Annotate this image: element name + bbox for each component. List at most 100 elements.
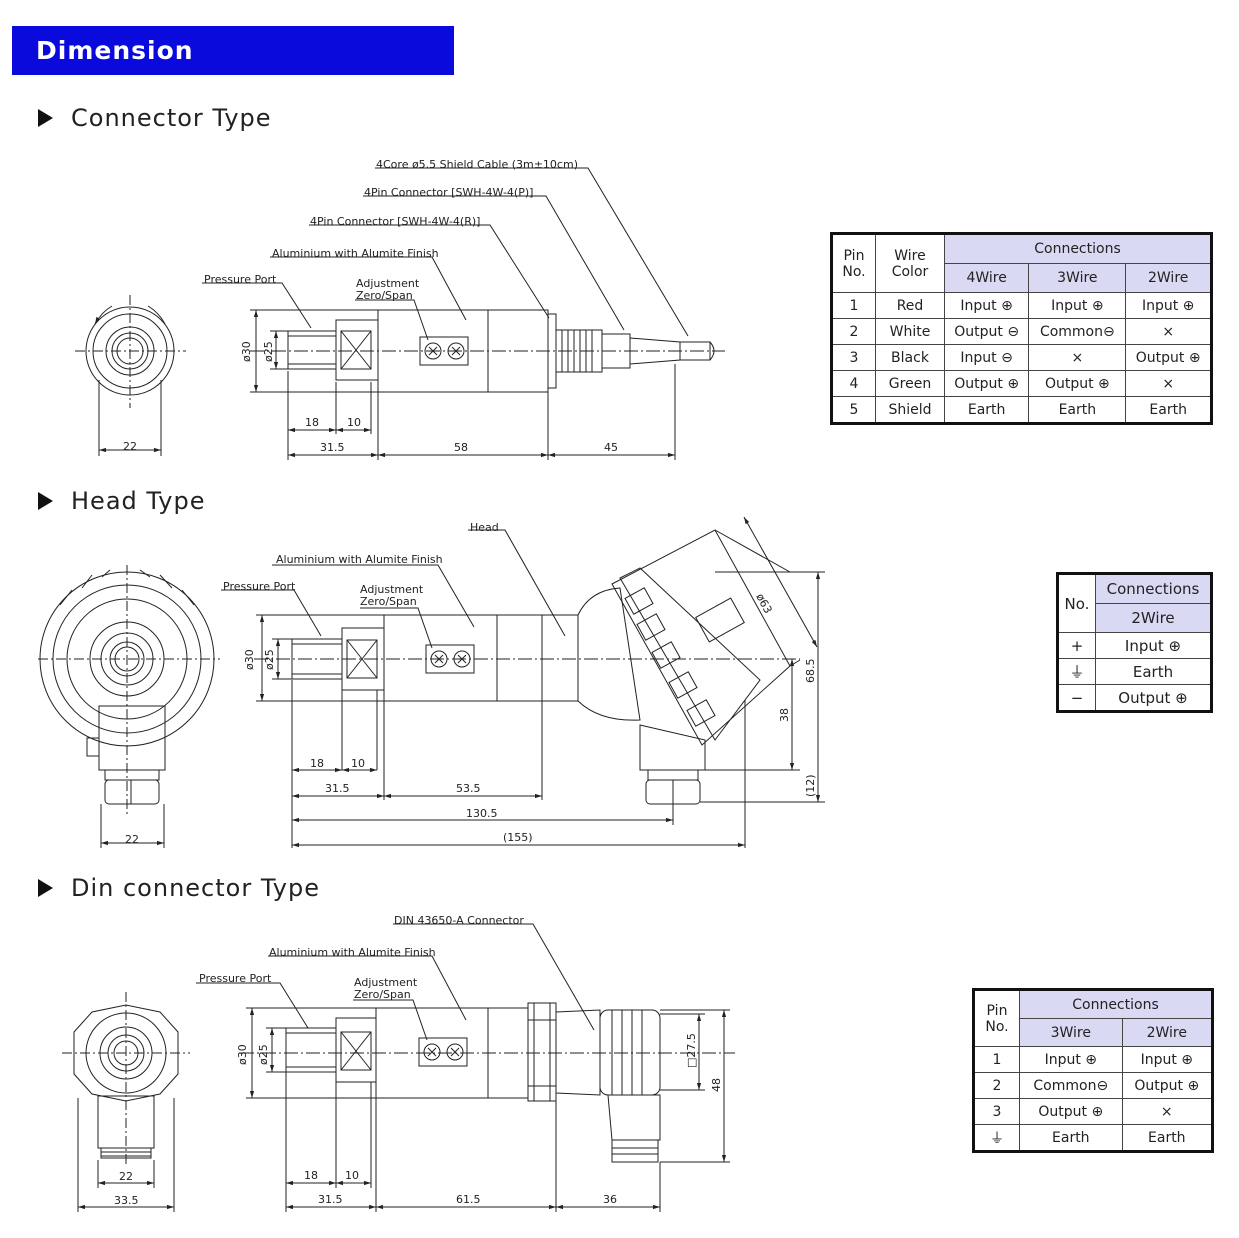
connector-end-view [75, 295, 186, 456]
table-row: 3 Output ⊕ × [973, 1098, 1214, 1125]
dim-33-5: 33.5 [114, 1194, 139, 1207]
header-4wire: 4Wire [943, 263, 1030, 293]
w3-cell: Input ⊕ [1028, 292, 1127, 319]
w2-cell: × [1125, 318, 1212, 345]
port-label: Pressure Port [204, 273, 277, 286]
dim-45: 45 [604, 441, 618, 454]
earth-symbol-icon: ⏚ [1057, 658, 1096, 685]
earth-symbol-icon: ⏚ [973, 1124, 1020, 1152]
dim-d63: ø63 [753, 591, 774, 615]
w4-cell: Output ⊕ [943, 370, 1030, 397]
dim-10: 10 [351, 757, 365, 770]
table-row: 1 Red Input ⊕ Input ⊕ Input ⊕ [831, 292, 1212, 319]
dim-38: 38 [778, 708, 791, 722]
zero-span-label: Zero/Span [354, 988, 411, 1001]
dim-d25: ø25 [262, 341, 275, 362]
page-title: Dimension [36, 36, 194, 65]
w3-cell: Input ⊕ [1019, 1046, 1123, 1073]
dim-10: 10 [345, 1169, 359, 1182]
dim-22: 22 [119, 1170, 133, 1183]
header-2wire: 2Wire [1121, 1018, 1214, 1047]
dim-22: 22 [125, 833, 139, 846]
w2-cell: Earth [1095, 658, 1212, 685]
zero-span-label: Zero/Span [356, 289, 413, 302]
dim-31-5: 31.5 [320, 441, 345, 454]
color-cell: White [875, 318, 945, 345]
w4-cell: Input ⊕ [943, 292, 1030, 319]
dim-68-5: 68.5 [804, 659, 817, 684]
cable-label: 4Core ø5.5 Shield Cable (3m±10cm) [376, 158, 578, 171]
table-row: − Output ⊕ [1057, 684, 1212, 712]
dim-58: 58 [454, 441, 468, 454]
table-row: 2 White Output ⊖ Common⊖ × [831, 318, 1212, 345]
w4-cell: Output ⊖ [943, 318, 1030, 345]
section-heading-head: Head Type [38, 487, 206, 515]
header-pin-no: Pin No. [973, 989, 1020, 1047]
table-row: ⏚ Earth [1057, 658, 1212, 685]
port-label: Pressure Port [223, 580, 296, 593]
din-connector-label: DIN 43650-A Connector [394, 914, 524, 927]
color-cell: Green [875, 370, 945, 397]
dim-12: (12) [804, 774, 817, 797]
header-pin-no: Pin No. [831, 233, 876, 293]
dim-d30: ø30 [240, 341, 253, 362]
section-title: Din connector Type [71, 874, 320, 902]
dim-18: 18 [305, 416, 319, 429]
table-row: + Input ⊕ [1057, 632, 1212, 659]
triangle-bullet-icon [38, 109, 53, 127]
dim-27-5: □27.5 [685, 1033, 698, 1068]
section-title: Connector Type [71, 104, 272, 132]
pin-cell: 2 [973, 1072, 1020, 1099]
table-row: ⏚ Earth Earth [973, 1124, 1214, 1152]
din-pin-table: Pin No. Connections 3Wire 2Wire 1 Input … [972, 988, 1214, 1153]
header-3wire: 3Wire [1019, 1018, 1123, 1047]
header-connections: Connections [944, 233, 1212, 264]
dim-61-5: 61.5 [456, 1193, 481, 1206]
triangle-bullet-icon [38, 492, 53, 510]
color-cell: Shield [875, 396, 945, 424]
pin-cell: 1 [973, 1046, 1020, 1073]
dim-d25: ø25 [263, 649, 276, 670]
w3-cell: Output ⊕ [1028, 370, 1127, 397]
din-end-view [62, 992, 190, 1212]
w2-cell: Input ⊕ [1121, 1046, 1214, 1073]
w2-cell: Output ⊕ [1125, 344, 1212, 371]
w2-cell: Earth [1121, 1124, 1214, 1152]
w2-cell: Input ⊕ [1125, 292, 1212, 319]
finish-label: Aluminium with Alumite Finish [272, 247, 439, 260]
connector-side-view [202, 167, 725, 460]
w2-cell: × [1121, 1098, 1214, 1125]
w3-cell: Earth [1028, 396, 1127, 424]
dim-22: 22 [123, 440, 137, 453]
dim-130-5: 130.5 [466, 807, 498, 820]
w3-cell: Common⊖ [1019, 1072, 1123, 1099]
finish-label: Aluminium with Alumite Finish [276, 553, 443, 566]
header-3wire: 3Wire [1028, 263, 1127, 293]
section-heading-connector: Connector Type [38, 104, 272, 132]
connector-p-label: 4Pin Connector [SWH-4W-4(P)] [364, 186, 533, 199]
head-label: Head [470, 521, 499, 534]
pin-cell: 2 [831, 318, 876, 345]
w2-cell: × [1125, 370, 1212, 397]
pin-cell: 3 [973, 1098, 1020, 1125]
zero-span-label: Zero/Span [360, 595, 417, 608]
dim-31-5: 31.5 [318, 1193, 343, 1206]
w4-cell: Input ⊖ [943, 344, 1030, 371]
w2-cell: Output ⊕ [1095, 684, 1212, 712]
header-2wire: 2Wire [1125, 263, 1212, 293]
pin-cell: 1 [831, 292, 876, 319]
dim-31-5: 31.5 [325, 782, 350, 795]
w2-cell: Output ⊕ [1121, 1072, 1214, 1099]
w3-cell: × [1028, 344, 1127, 371]
dim-d25: ø25 [257, 1044, 270, 1065]
section-title: Head Type [71, 487, 206, 515]
section-heading-din: Din connector Type [38, 874, 320, 902]
w3-cell: Earth [1019, 1124, 1123, 1152]
table-row: 5 Shield Earth Earth Earth [831, 396, 1212, 424]
connector-pin-table: Pin No. Wire Color Connections 4Wire 3Wi… [830, 232, 1213, 425]
w3-cell: Common⊖ [1028, 318, 1127, 345]
w4-cell: Earth [943, 396, 1030, 424]
din-side-view [196, 923, 735, 1212]
w2-cell: Earth [1125, 396, 1212, 424]
